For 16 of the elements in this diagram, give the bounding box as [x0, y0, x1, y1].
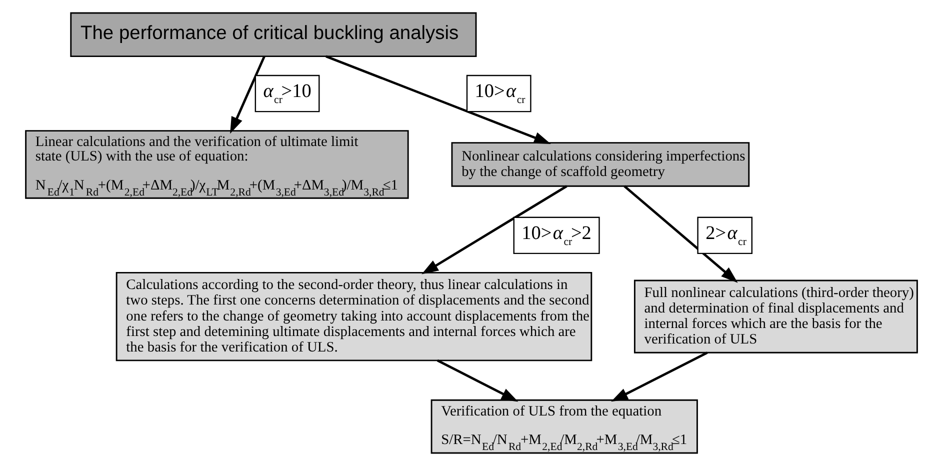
- edge-label: α$_{cr}$>10: [263, 80, 312, 106]
- arrow: [611, 352, 708, 402]
- edge-label: 2>α$_{cr}$: [706, 222, 746, 248]
- node-box: The performance of critical buckling analysis: [70, 12, 477, 57]
- arrow: [436, 359, 518, 402]
- arrow: [422, 185, 568, 274]
- node-box: Verification of ULS from the equation S/R=N$_{Ed}$/N$_{Rd}$+M$_{2,Ed}$/M$_{2,Rd}$+M$_{3,Ed}$/M$_{3,Rd}$≤1: [430, 399, 698, 454]
- arrow: [624, 185, 738, 283]
- arrow: [326, 55, 551, 144]
- node-box: Nonlinear calculations considering imperfections by the change of scaffold geometry: [451, 142, 750, 187]
- edge-label: 10>α$_{cr}$>2: [522, 222, 592, 248]
- edge-label: 10>α$_{cr}$: [474, 80, 526, 106]
- arrow: [230, 56, 266, 134]
- node-box: Calculations according to the second-order theory, thus linear calculations in two steps. The first one concerns determination of displacements and the second one refers to the change of geometry taking into account displacements from the first step and detemining ultimate displacements and internal forces which are the basis for the verification of ULS.: [116, 272, 592, 362]
- node-box: Linear calculations and the verification of ultimate limit state (ULS) with the use of equation: N$_{Ed}$/χ$_{1}$N$_{Rd}$+(M$_{2,Ed}$+ΔM$_{2,Ed}$)/χ$_{LT}$M$_{2,Rd}$+(M$_{3,Ed}$+ΔM$_{3,Ed}$)/M$_{3,Rd}$≤1: [25, 130, 409, 199]
- node-box: Full nonlinear calculations (third-order theory) and determination of final displacements and internal forces which are the basis for the verification of ULS: [634, 280, 918, 354]
